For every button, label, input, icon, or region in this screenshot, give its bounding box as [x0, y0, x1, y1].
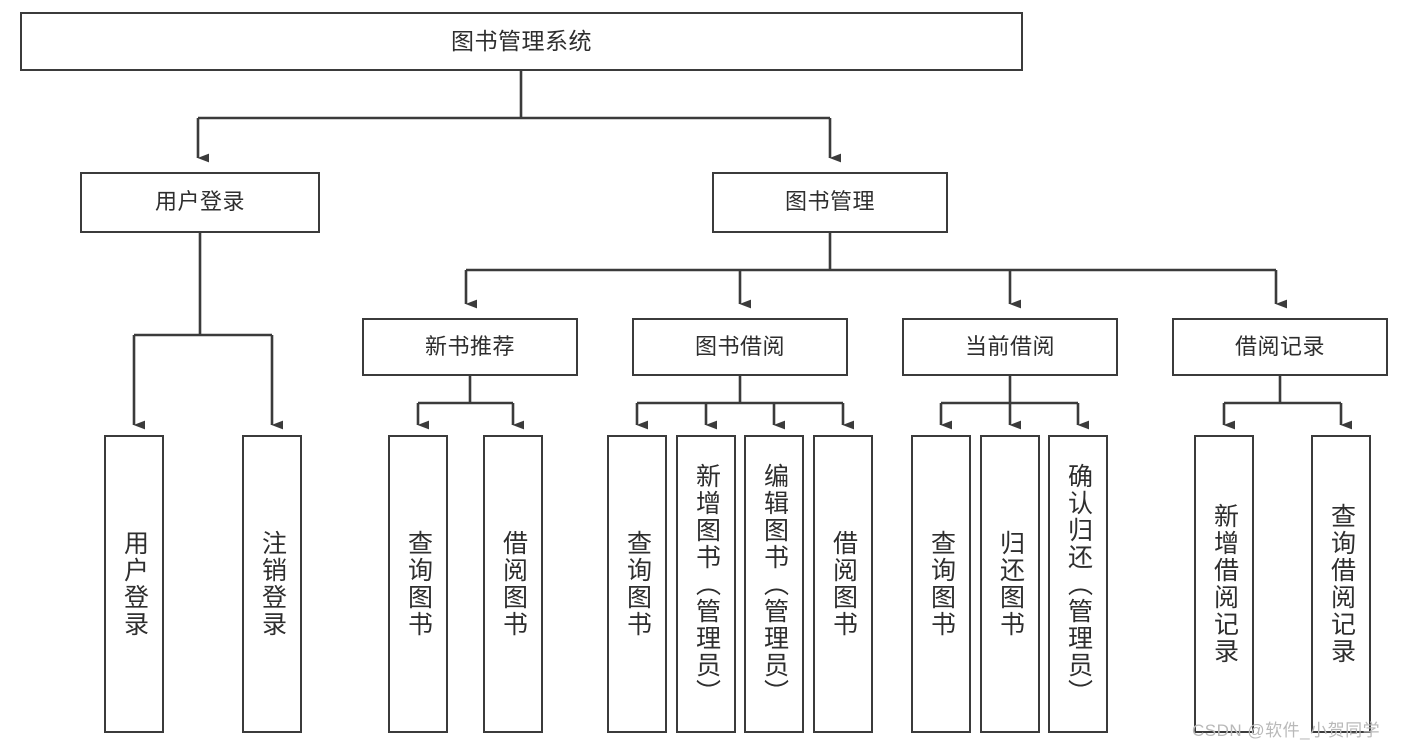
node-label: 查询图书 [927, 530, 956, 638]
node-label: 图书管理系统 [451, 28, 592, 55]
node-label: 借阅图书 [829, 530, 858, 638]
node-book-management[interactable]: 图书管理 [712, 172, 948, 233]
leaf-record-add-record[interactable]: 新增借阅记录 [1194, 435, 1254, 733]
node-label: 当前借阅 [964, 333, 1055, 359]
leaf-new-book-query[interactable]: 查询图书 [388, 435, 448, 733]
leaf-borrow-add-book[interactable]: 新增图书（管理员） [676, 435, 736, 733]
leaf-user-login-logout[interactable]: 注销登录 [242, 435, 302, 733]
node-label: 新增借阅记录 [1210, 503, 1239, 665]
leaf-user-login-login[interactable]: 用户登录 [104, 435, 164, 733]
node-label: 查询图书 [623, 530, 652, 638]
node-label: 注销登录 [258, 530, 287, 638]
node-label: 借阅记录 [1234, 333, 1325, 359]
node-current-borrow[interactable]: 当前借阅 [902, 318, 1118, 376]
node-label: 用户登录 [154, 189, 245, 215]
node-label: 查询借阅记录 [1327, 503, 1356, 665]
node-label: 确认归还（管理员） [1064, 462, 1093, 706]
node-label: 借阅图书 [499, 530, 528, 638]
node-label: 新书推荐 [424, 333, 515, 359]
node-label: 新增图书（管理员） [692, 462, 721, 706]
leaf-borrow-edit-book[interactable]: 编辑图书（管理员） [744, 435, 804, 733]
leaf-current-query-book[interactable]: 查询图书 [911, 435, 971, 733]
node-label: 编辑图书（管理员） [760, 462, 789, 706]
node-borrow-record[interactable]: 借阅记录 [1172, 318, 1388, 376]
leaf-borrow-query-book[interactable]: 查询图书 [607, 435, 667, 733]
leaf-record-query-record[interactable]: 查询借阅记录 [1311, 435, 1371, 733]
node-user-login[interactable]: 用户登录 [80, 172, 320, 233]
leaf-current-confirm-return[interactable]: 确认归还（管理员） [1048, 435, 1108, 733]
node-root-book-management-system[interactable]: 图书管理系统 [20, 12, 1023, 71]
node-label: 查询图书 [404, 530, 433, 638]
node-book-borrow[interactable]: 图书借阅 [632, 318, 848, 376]
leaf-new-book-borrow[interactable]: 借阅图书 [483, 435, 543, 733]
leaf-borrow-borrow-book[interactable]: 借阅图书 [813, 435, 873, 733]
leaf-current-return-book[interactable]: 归还图书 [980, 435, 1040, 733]
node-label: 归还图书 [996, 530, 1025, 638]
node-label: 图书借阅 [694, 333, 785, 359]
node-new-book-recommend[interactable]: 新书推荐 [362, 318, 578, 376]
csdn-watermark: CSDN @软件_小贺同学 [1192, 721, 1381, 740]
node-label: 用户登录 [120, 530, 149, 638]
node-label: 图书管理 [784, 189, 875, 215]
